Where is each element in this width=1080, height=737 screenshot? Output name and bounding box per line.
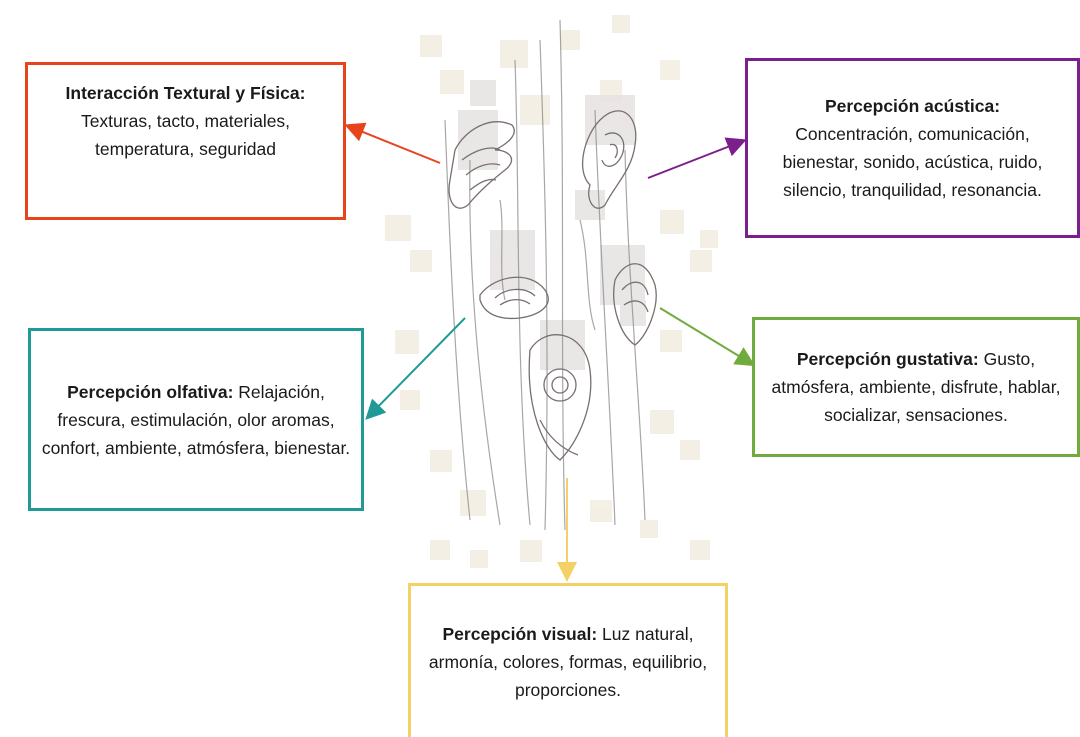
olfactory-perception-box: Percepción olfativa: Relajación, frescur…	[28, 328, 364, 511]
arrow-acustica	[648, 141, 743, 178]
tactile-perception-box: Interacción Textural y Física: Texturas,…	[25, 62, 346, 220]
acoustic-title: Percepción acústica:	[825, 96, 1000, 116]
tactile-title: Interacción Textural y Física:	[66, 83, 306, 103]
visual-title: Percepción visual:	[443, 624, 598, 644]
background-mosaic	[385, 15, 718, 568]
gustatory-perception-box: Percepción gustativa: Gusto, atmósfera, …	[752, 317, 1080, 457]
olfactory-title: Percepción olfativa:	[67, 382, 233, 402]
arrow-tactil	[348, 126, 440, 163]
visual-perception-box: Percepción visual: Luz natural, armonía,…	[408, 583, 728, 737]
gustatory-title: Percepción gustativa:	[797, 349, 979, 369]
acoustic-text: Concentración, comunicación, bienestar, …	[783, 124, 1043, 200]
acoustic-perception-box: Percepción acústica: Concentración, comu…	[745, 58, 1080, 238]
tactile-text: Texturas, tacto, materiales, temperatura…	[81, 111, 290, 159]
